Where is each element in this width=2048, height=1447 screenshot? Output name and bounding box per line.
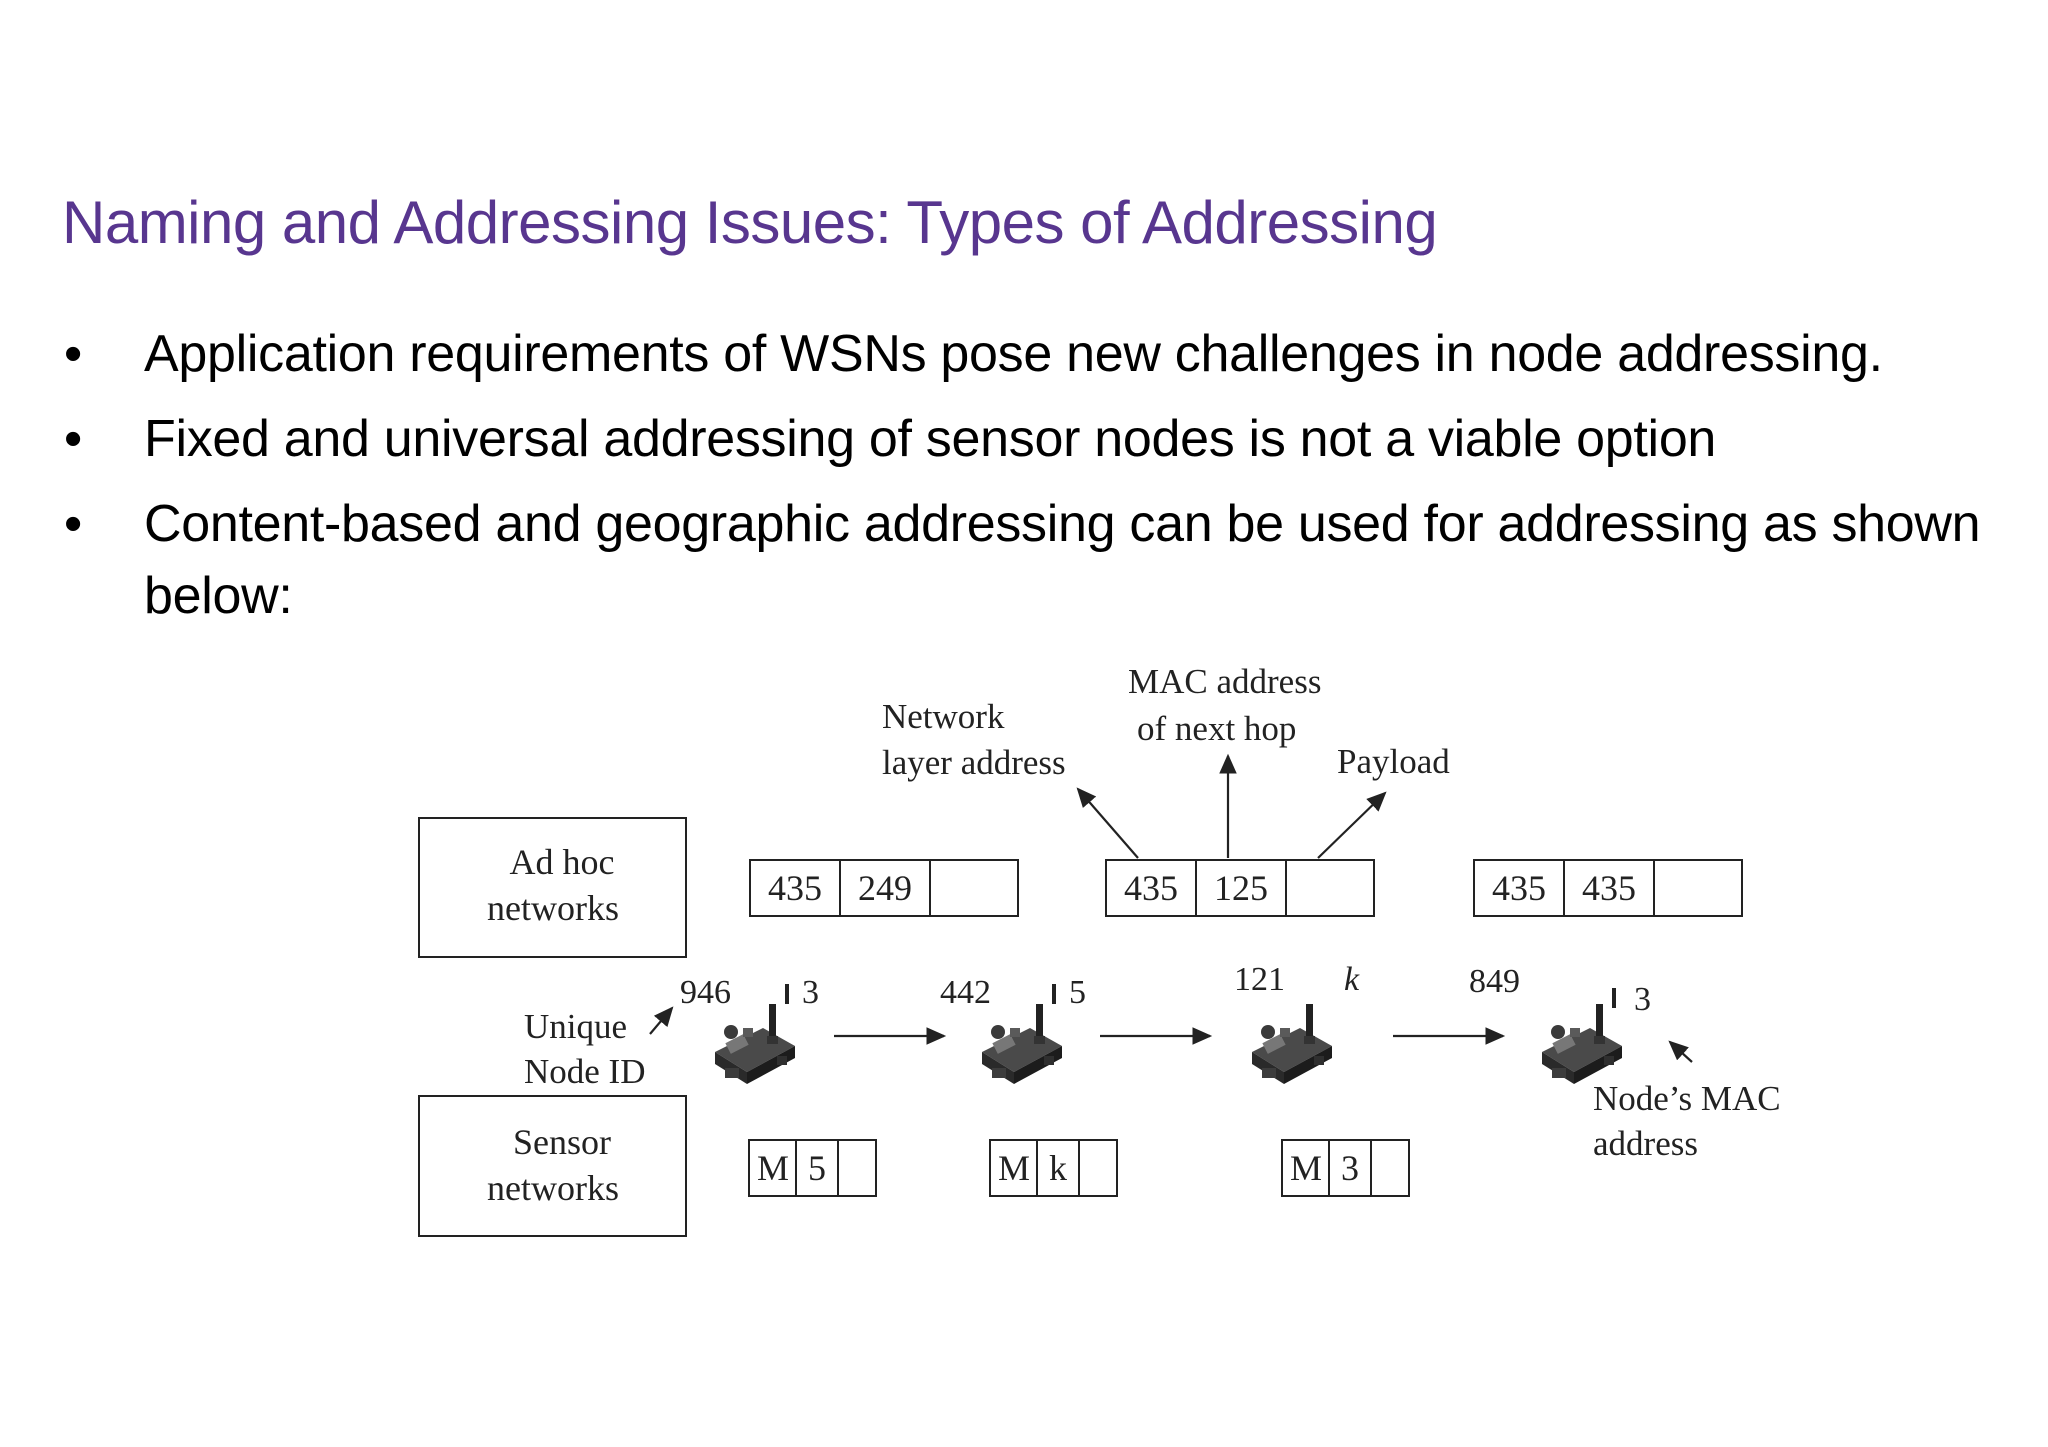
bullet-dot: • bbox=[64, 325, 82, 383]
adhoc-packet: 435 249 bbox=[749, 859, 1019, 917]
unique-node-id-label-line1: Unique bbox=[524, 1007, 627, 1046]
packet-network-address: 435 bbox=[768, 868, 822, 908]
bullet-dot: • bbox=[64, 410, 82, 468]
sensor-node: 121 k bbox=[1234, 961, 1360, 1084]
adhoc-label-line2: networks bbox=[487, 888, 619, 928]
packet-mac-address: 125 bbox=[1214, 868, 1268, 908]
node-mac-label-line1: Node’s MAC bbox=[1593, 1079, 1781, 1118]
network-layer-label-line2: layer address bbox=[882, 743, 1066, 782]
packet-network-address: 435 bbox=[1124, 868, 1178, 908]
sensor-packet: M k bbox=[989, 1139, 1118, 1197]
adhoc-label-line1: Ad hoc bbox=[510, 842, 615, 882]
node-mac: k bbox=[1344, 961, 1360, 998]
bullet-item: • Application requirements of WSNs pose … bbox=[62, 318, 2022, 390]
packet-type: M bbox=[998, 1148, 1030, 1188]
bullet-dot: • bbox=[64, 495, 82, 553]
bullet-item: • Content-based and geographic addressin… bbox=[62, 488, 2022, 632]
sensor-label-line2: networks bbox=[487, 1168, 619, 1208]
packet-destination: 3 bbox=[1341, 1148, 1359, 1188]
bullet-text: Content-based and geographic addressing … bbox=[144, 495, 1981, 625]
bullet-item: • Fixed and universal addressing of sens… bbox=[62, 403, 2022, 475]
sensor-node: 849 3 bbox=[1469, 963, 1651, 1084]
node-id: 849 bbox=[1469, 963, 1520, 1000]
payload-pointer-arrow bbox=[1317, 791, 1387, 859]
network-layer-label-line1: Network bbox=[882, 697, 1005, 736]
sensor-node: 442 5 bbox=[940, 974, 1086, 1084]
bullet-text: Fixed and universal addressing of sensor… bbox=[144, 410, 1717, 468]
node-id: 121 bbox=[1234, 961, 1285, 998]
sensor-node-icon bbox=[982, 1004, 1062, 1084]
packet-mac-address: 249 bbox=[858, 868, 912, 908]
adhoc-packet: 435 435 bbox=[1473, 859, 1743, 917]
sensor-node-icon bbox=[1252, 1004, 1332, 1084]
node-mac: 5 bbox=[1069, 974, 1086, 1011]
adhoc-packet: 435 125 bbox=[1105, 859, 1375, 917]
sensor-node: 946 3 bbox=[680, 974, 819, 1084]
node-mac: 3 bbox=[1634, 981, 1651, 1018]
network-layer-pointer-arrow bbox=[1076, 787, 1139, 859]
mac-next-hop-label-line2: of next hop bbox=[1137, 709, 1296, 748]
unique-node-id-pointer-arrow bbox=[649, 1006, 674, 1035]
node-mac: 3 bbox=[802, 974, 819, 1011]
node-id: 946 bbox=[680, 974, 731, 1011]
sensor-node-icon bbox=[1542, 1004, 1622, 1084]
packet-type: M bbox=[757, 1148, 789, 1188]
packet-destination: k bbox=[1049, 1148, 1067, 1188]
node-id: 442 bbox=[940, 974, 991, 1011]
payload-label: Payload bbox=[1337, 742, 1450, 781]
node-mac-label-line2: address bbox=[1593, 1124, 1698, 1163]
unique-node-id-label-line2: Node ID bbox=[524, 1052, 646, 1091]
sensor-packet: M 3 bbox=[1281, 1139, 1410, 1197]
node-mac-pointer-arrow bbox=[1668, 1040, 1693, 1063]
packet-mac-address: 435 bbox=[1582, 868, 1636, 908]
packet-network-address: 435 bbox=[1492, 868, 1546, 908]
bullet-list: • Application requirements of WSNs pose … bbox=[62, 318, 2022, 645]
packet-type: M bbox=[1290, 1148, 1322, 1188]
slide-title: Naming and Addressing Issues: Types of A… bbox=[62, 189, 1438, 256]
adhoc-networks-box bbox=[418, 817, 687, 958]
bullet-text: Application requirements of WSNs pose ne… bbox=[144, 325, 1883, 383]
sensor-packet: M 5 bbox=[748, 1139, 877, 1197]
sensor-node-icon bbox=[715, 1004, 795, 1084]
mac-next-hop-label-line1: MAC address bbox=[1128, 662, 1321, 701]
sensor-label-line1: Sensor bbox=[513, 1122, 611, 1162]
sensor-networks-box bbox=[418, 1095, 687, 1237]
packet-destination: 5 bbox=[808, 1148, 826, 1188]
